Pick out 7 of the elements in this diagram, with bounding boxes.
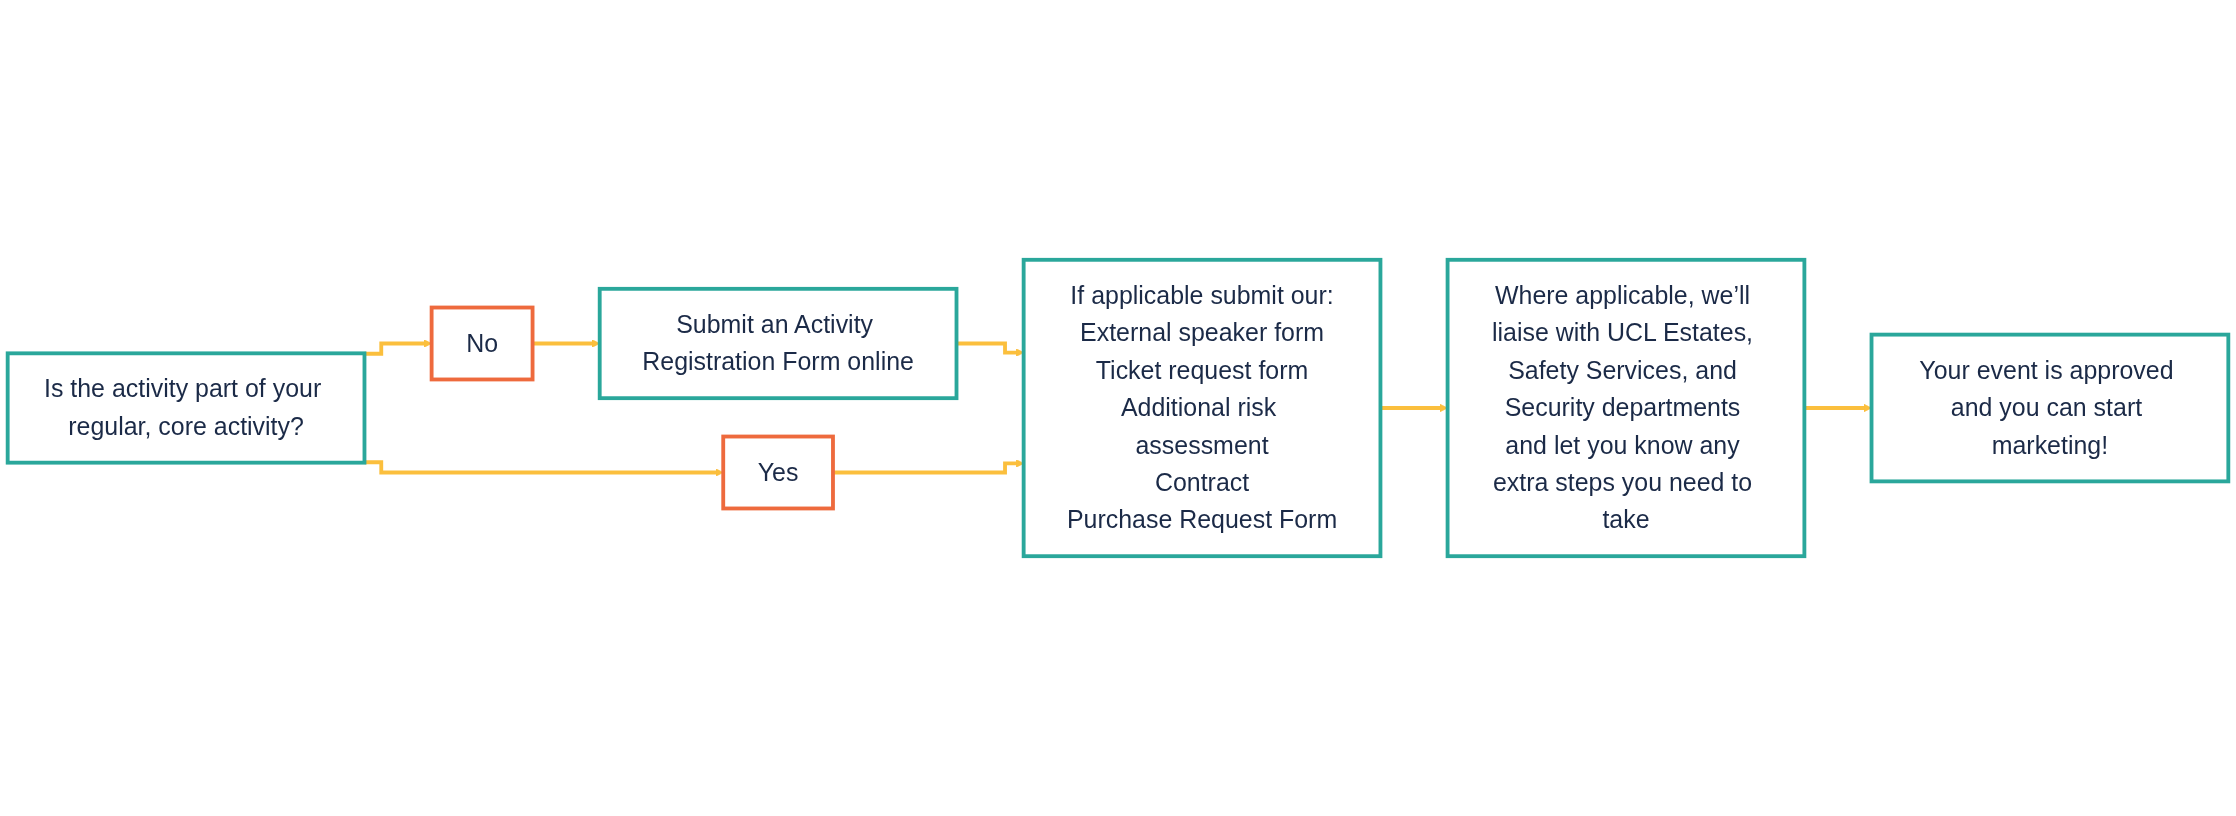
node-box: Is the activity part of your regular, core activity? (5, 351, 367, 465)
node-box: Yes (721, 434, 835, 511)
node-box: No (429, 305, 535, 382)
node-box: Where applicable, we’ll liaise with UCL Estates, Safety Services, and Security departments and let you know any extra steps you need to take (1445, 257, 1807, 559)
node-box: If applicable submit our: External speaker form Ticket request form Additional risk assessment Contract Purchase Request Form (1021, 257, 1383, 559)
node-box: Submit an Activity Registration Form online (597, 286, 959, 401)
node-box: Your event is approved and you can start marketing! (1869, 332, 2231, 484)
